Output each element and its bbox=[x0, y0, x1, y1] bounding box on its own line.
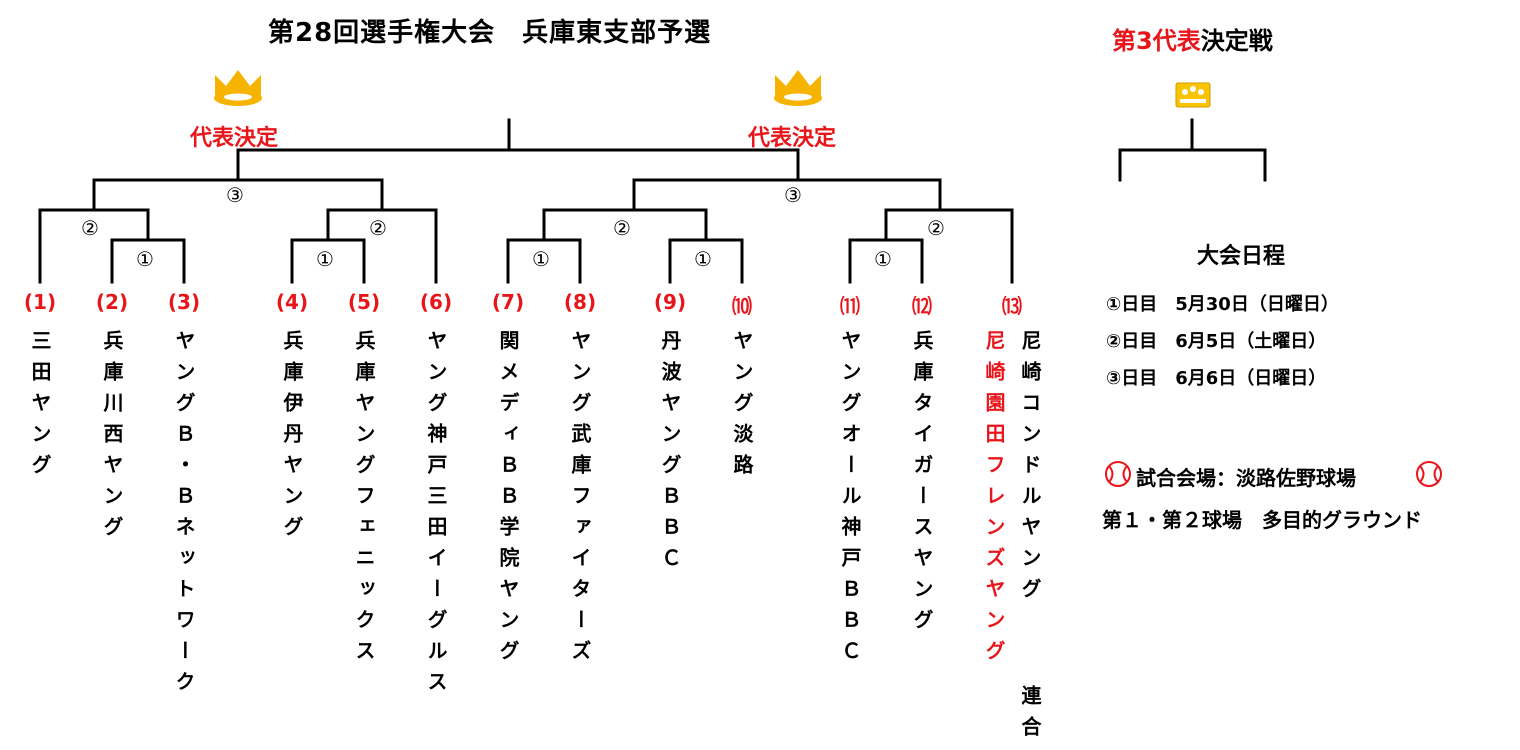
round-marker-2: ② bbox=[927, 216, 945, 240]
rep-label-right: 代表決定 bbox=[748, 126, 837, 151]
team-name: 兵庫ヤングフェニックス bbox=[352, 330, 376, 671]
team-name: ヤングオール神戸ＢＢＣ bbox=[838, 330, 862, 671]
page-title: 第28回選手権大会 兵庫東支部予選 bbox=[268, 18, 712, 48]
schedule-day-1: ①日目 5月30日（日曜日） bbox=[1106, 290, 1339, 316]
round-marker-1: ① bbox=[694, 247, 712, 271]
schedule-day-2: ②日目 6月5日（土曜日） bbox=[1106, 327, 1326, 353]
crown-icon bbox=[214, 70, 262, 106]
schedule-day-date: 6月5日（土曜日） bbox=[1175, 331, 1327, 352]
schedule-heading: 大会日程 bbox=[1197, 244, 1286, 269]
schedule-day-3: ③日目 6月6日（日曜日） bbox=[1106, 364, 1326, 390]
round-marker-2: ② bbox=[369, 216, 387, 240]
baseball-icon bbox=[1416, 461, 1442, 487]
team-name: ヤング淡路 bbox=[730, 330, 754, 485]
schedule-day-date: 5月30日（日曜日） bbox=[1175, 294, 1339, 315]
team-name: 兵庫タイガースヤング bbox=[910, 330, 934, 640]
third-title-black: 決定戦 bbox=[1200, 27, 1273, 55]
team-number: ⑾ bbox=[840, 294, 860, 318]
schedule-day-label: ①日目 bbox=[1106, 294, 1158, 315]
team-number: (8) bbox=[563, 290, 597, 314]
team-number: (9) bbox=[653, 290, 687, 314]
team-name: 兵庫川西ヤング bbox=[100, 330, 124, 547]
team-name: ヤングＢ・Ｂネットワーク bbox=[172, 330, 196, 702]
schedule-day-label: ②日目 bbox=[1106, 331, 1158, 352]
rep-label-left: 代表決定 bbox=[190, 126, 279, 151]
baseball-icon bbox=[1105, 461, 1131, 487]
team-number: (7) bbox=[491, 290, 525, 314]
team-number: (4) bbox=[275, 290, 309, 314]
crown-icon bbox=[774, 70, 822, 106]
venue-label: 試合会場：淡路佐野球場 bbox=[1136, 466, 1356, 490]
team-number: (5) bbox=[347, 290, 381, 314]
schedule-day-label: ③日目 bbox=[1106, 368, 1158, 389]
team-number: (3) bbox=[167, 290, 201, 314]
team-name: ヤング神戸三田イーグルス bbox=[424, 330, 448, 702]
team-name-combined-a: 尼崎園田フレンズヤング bbox=[982, 330, 1006, 671]
round-marker-1: ① bbox=[316, 247, 334, 271]
team-name: 関メディＢＢ学院ヤング bbox=[496, 330, 520, 671]
team-name: 丹波ヤングＢＢＣ bbox=[658, 330, 682, 578]
round-marker-2: ② bbox=[613, 216, 631, 240]
team-name-combined-b: 尼崎コンドルヤング bbox=[1018, 330, 1042, 609]
round-marker-2: ② bbox=[81, 216, 99, 240]
team-number: ⑽ bbox=[732, 294, 752, 318]
third-title-red: 第3代表 bbox=[1112, 27, 1201, 55]
team-number: ⑿ bbox=[912, 294, 932, 318]
round-marker-3: ③ bbox=[784, 183, 802, 207]
team-name: 三田ヤング bbox=[28, 330, 52, 485]
schedule-day-date: 6月6日（日曜日） bbox=[1175, 368, 1327, 389]
team-number: (2) bbox=[95, 290, 129, 314]
round-marker-3: ③ bbox=[226, 183, 244, 207]
team-name-combined-suffix: 連合 bbox=[1018, 685, 1042, 747]
team-name: 兵庫伊丹ヤング bbox=[280, 330, 304, 547]
third-place-title: 第3代表決定戦 bbox=[1112, 21, 1273, 56]
team-number: (1) bbox=[23, 290, 57, 314]
venue-grounds: 第１・第２球場 多目的グラウンド bbox=[1102, 508, 1422, 532]
team-number: (6) bbox=[419, 290, 453, 314]
round-marker-1: ① bbox=[532, 247, 550, 271]
trophy-icon bbox=[1175, 82, 1211, 108]
round-marker-1: ① bbox=[136, 247, 154, 271]
round-marker-1: ① bbox=[874, 247, 892, 271]
team-name: ヤング武庫ファイターズ bbox=[568, 330, 592, 671]
team-number: ⒀ bbox=[1002, 294, 1022, 318]
